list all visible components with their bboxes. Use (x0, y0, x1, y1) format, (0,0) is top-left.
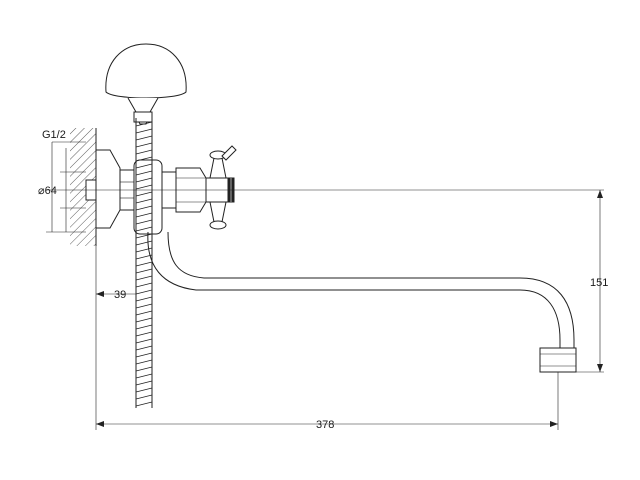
hose-winding (135, 163, 153, 169)
hose-winding (135, 212, 153, 218)
hose-winding (135, 324, 153, 330)
hose-winding (135, 142, 153, 148)
diameter-dimension: ⌀64 (38, 171, 86, 209)
spout (147, 231, 577, 373)
offset-dimension: 39 (95, 246, 136, 430)
shower-hose (135, 118, 153, 408)
hose-winding (135, 345, 153, 351)
diameter-label: ⌀64 (38, 185, 57, 197)
hose-winding (135, 191, 153, 197)
hose-winding (135, 282, 153, 288)
hose-winding (135, 366, 153, 372)
height-dimension: 151 (576, 190, 608, 373)
hose-winding (135, 268, 153, 274)
hose-winding (135, 177, 153, 183)
hose-winding (135, 338, 153, 344)
hose-winding (135, 352, 153, 358)
hose-winding (135, 359, 153, 365)
hose-winding (135, 310, 153, 316)
hose-winding (135, 373, 153, 379)
hose-winding (135, 275, 153, 281)
hose-winding (135, 121, 153, 127)
hose-winding (135, 240, 153, 246)
hose-winding (135, 184, 153, 190)
hose-winding (135, 226, 153, 232)
hose-winding (135, 149, 153, 155)
hose-winding (135, 261, 153, 267)
hose-winding (135, 289, 153, 295)
hose-winding (135, 254, 153, 260)
hose-winding (135, 233, 153, 239)
hose-winding (135, 303, 153, 309)
hose-winding (135, 401, 153, 407)
hose-winding (135, 296, 153, 302)
shower-holder (105, 43, 187, 125)
hose-winding (135, 317, 153, 323)
hose-winding (135, 380, 153, 386)
offset-label: 39 (114, 289, 126, 301)
hose-winding (135, 205, 153, 211)
hose-winding (135, 394, 153, 400)
length-label: 378 (316, 419, 334, 431)
mixer-body (133, 159, 207, 235)
hose-winding (135, 170, 153, 176)
length-dimension: 378 (96, 372, 559, 431)
hose-winding (135, 128, 153, 134)
hose-winding (135, 247, 153, 253)
hose-winding (135, 219, 153, 225)
cross-handle (205, 145, 237, 230)
thread-dimension: G1/2 (42, 129, 86, 233)
thread-label: G1/2 (42, 129, 66, 141)
hose-winding (135, 135, 153, 141)
hose-winding (135, 331, 153, 337)
hose-winding (135, 387, 153, 393)
hose-winding (135, 156, 153, 162)
height-label: 151 (590, 277, 608, 289)
hose-winding (135, 198, 153, 204)
